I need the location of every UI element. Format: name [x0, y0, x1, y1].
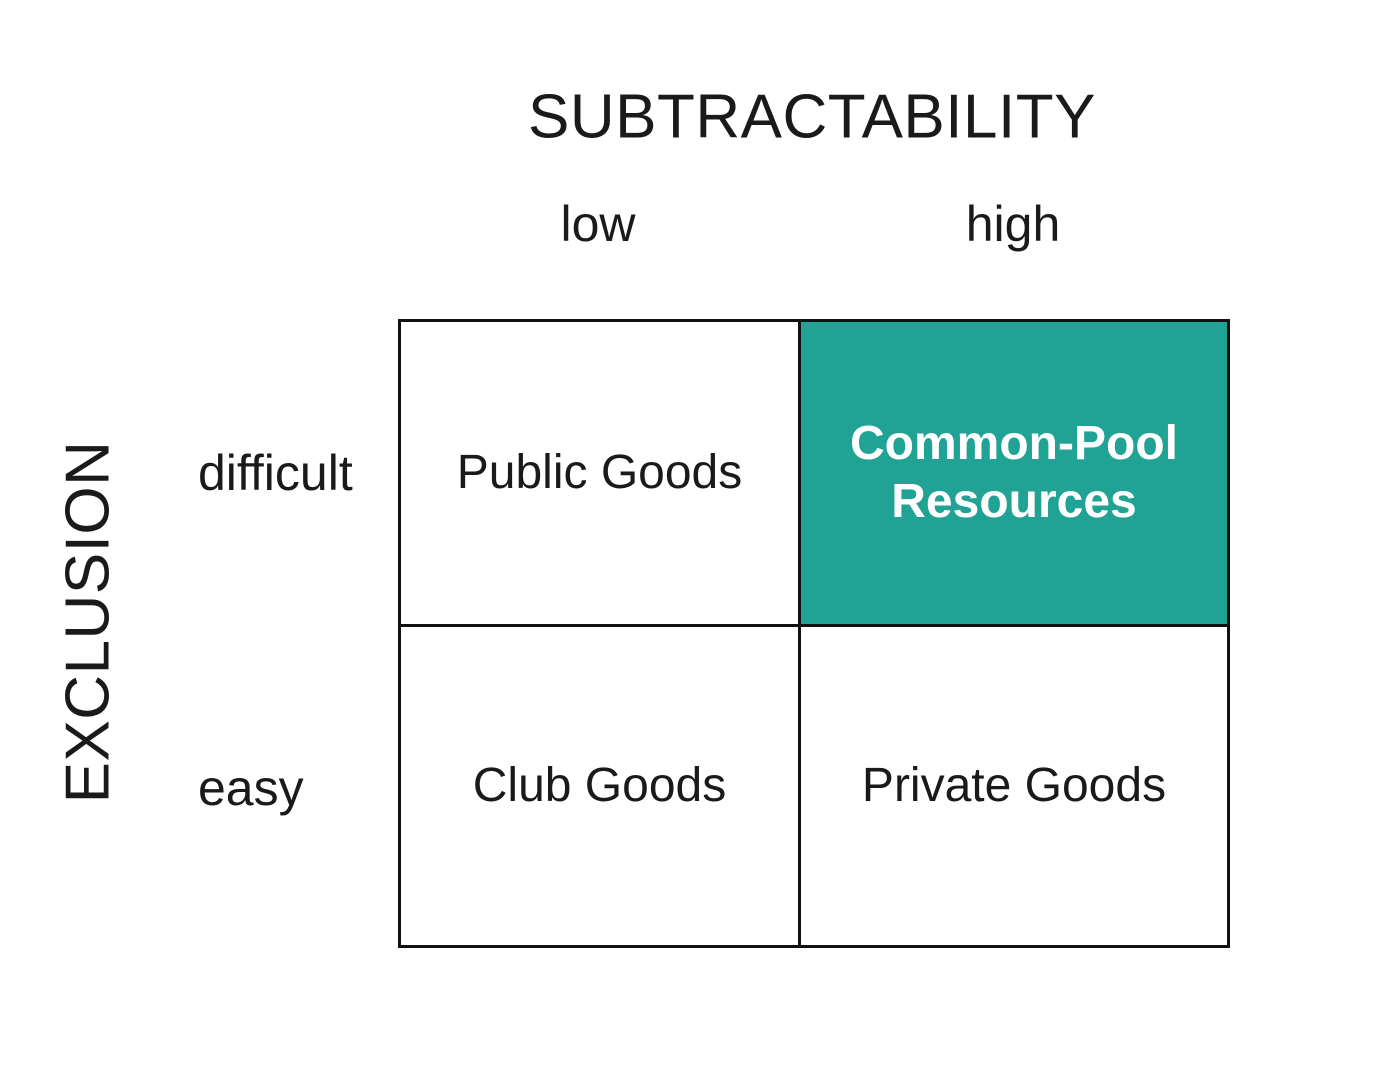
row-label-difficult: difficult	[198, 445, 353, 501]
cell-private-goods: Private Goods	[801, 627, 1227, 945]
column-label-high: high	[965, 196, 1061, 252]
column-label-low: low	[560, 196, 636, 252]
cell-private-goods-label: Private Goods	[861, 759, 1167, 813]
row-label-easy: easy	[198, 760, 304, 816]
cell-club-goods-label: Club Goods	[472, 759, 727, 813]
cell-common-pool-resources: Common-Pool Resources	[801, 322, 1227, 627]
cell-public-goods-label: Public Goods	[456, 446, 743, 500]
subtractability-axis-title: SUBTRACTABILITY	[528, 82, 1096, 152]
exclusion-axis-title: EXCLUSION	[53, 440, 123, 804]
goods-matrix: Public Goods Common-Pool Resources Club …	[398, 319, 1230, 948]
cell-club-goods: Club Goods	[401, 627, 801, 945]
cell-common-pool-line2: Resources	[891, 475, 1137, 528]
cell-common-pool-resources-label: Common-Pool Resources	[830, 415, 1198, 530]
cell-public-goods: Public Goods	[401, 322, 801, 627]
cell-common-pool-line1: Common-Pool	[850, 417, 1178, 471]
